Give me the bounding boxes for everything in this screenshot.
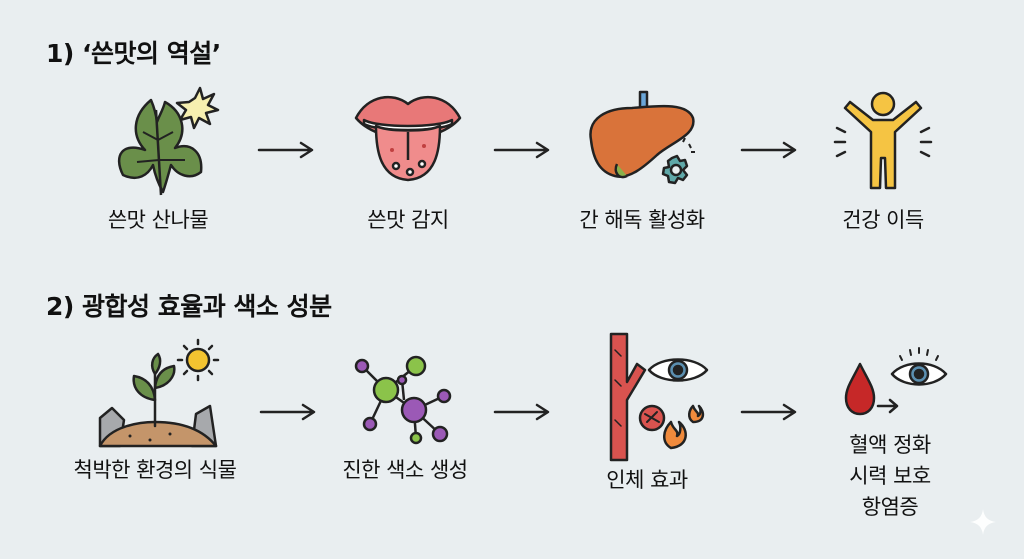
step-label-line-3: 항염증	[861, 495, 919, 519]
arrow-icon	[493, 141, 550, 159]
section-title-1: 1) ‘쓴맛의 역설’	[46, 39, 221, 68]
step-benefits: 혈액 정화 시력 보호 항염증	[795, 340, 985, 523]
step-label: 건강 이득	[842, 208, 924, 232]
step-body-effect: 인체 효과	[552, 330, 742, 495]
arrow-icon	[259, 403, 316, 421]
flow-row-2: 척박한 환경의 식물	[0, 330, 1024, 555]
flow-row-1: 쓴맛 산나물 쓴맛 감지	[0, 80, 1024, 260]
step-liver-detox: 간 해독 활성화	[547, 80, 737, 235]
section-title-2: 2) 광합성 효율과 색소 성분	[46, 292, 332, 321]
arrow-icon	[257, 141, 314, 159]
step-pigment: 진한 색소 생성	[310, 330, 500, 485]
step-label-line-2: 시력 보호	[849, 464, 931, 488]
molecule-icon	[354, 355, 452, 445]
sparkle-icon	[970, 509, 996, 535]
liver-icon	[589, 90, 695, 185]
step-harsh-plant: 척박한 환경의 식물	[60, 330, 250, 485]
step-bitter-herb: 쓴맛 산나물	[63, 80, 253, 235]
bitter-herb-icon	[117, 86, 220, 196]
body-effect-icon	[609, 332, 709, 462]
plant-sprout-icon	[98, 338, 220, 448]
step-label: 척박한 환경의 식물	[73, 458, 237, 482]
blood-eye-icon	[844, 347, 948, 416]
step-label: 인체 효과	[606, 468, 688, 492]
step-label: 간 해독 활성화	[579, 208, 705, 232]
step-taste-detect: 쓴맛 감지	[313, 80, 503, 235]
tongue-icon	[354, 95, 462, 182]
step-label-line-1: 혈액 정화	[849, 433, 931, 457]
arrow-icon	[740, 141, 797, 159]
step-health-benefit: 건강 이득	[788, 80, 978, 235]
healthy-person-icon	[833, 91, 933, 190]
step-label: 진한 색소 생성	[342, 458, 468, 482]
step-label: 쓴맛 감지	[367, 208, 449, 232]
step-label: 쓴맛 산나물	[107, 208, 209, 232]
arrow-icon	[740, 403, 797, 421]
arrow-icon	[493, 403, 550, 421]
